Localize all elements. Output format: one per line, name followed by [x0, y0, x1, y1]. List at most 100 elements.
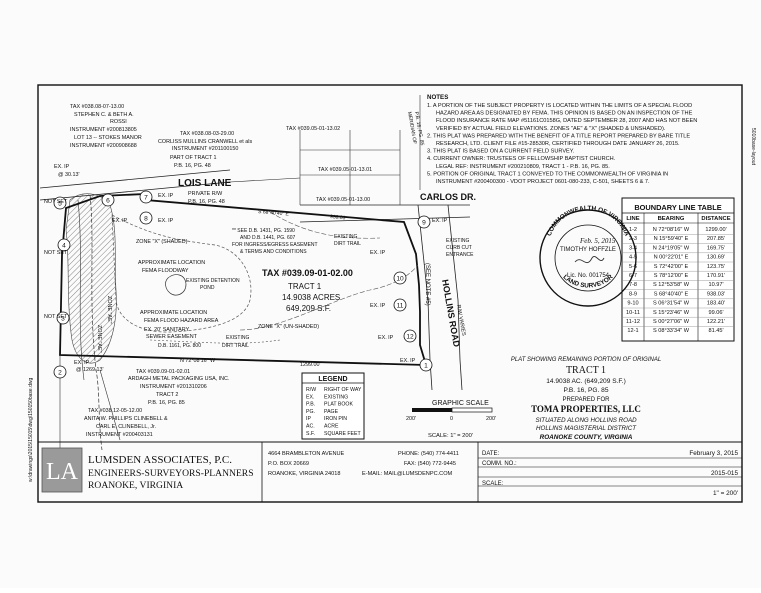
table-cell: N 15°59'40" E [654, 236, 689, 242]
table-cell: N 72°08'16" W [653, 227, 690, 233]
zone-ae-label: ZONE "AE" [96, 325, 102, 353]
adjoiner-owners: TAX #038.08-07-13.00 STEPHEN C. & BETH A… [70, 104, 372, 438]
table-cell: 7-8 [629, 282, 637, 288]
curb-cut-label: EXISTING [446, 238, 469, 244]
table-header-cell: LINE [626, 216, 639, 222]
legend-meaning: PAGE [324, 409, 339, 415]
title-block-border [37, 441, 743, 503]
graphic-scale-title: GRAPHIC SCALE [432, 400, 489, 407]
firm-logo-text: LA [46, 459, 79, 485]
point-marker [403, 329, 417, 343]
ex-ip-label: EX. IP [158, 218, 174, 224]
table-cell: 8-9 [629, 291, 637, 297]
point-number: 2 [58, 369, 62, 376]
dist-938-label: 938.03' [330, 214, 347, 221]
firm-email: E-MAIL: MAIL@LUMSDENPC.COM [362, 471, 453, 477]
owner-7-line: INSTRUMENT #200403131 [86, 432, 153, 438]
tract-sf-label: 649,209 S.F. [286, 304, 331, 313]
plat-title: PLAT SHOWING REMAINING PORTION OF ORIGIN… [511, 357, 661, 441]
scale-value: 1" = 200' [713, 490, 738, 497]
table-cell: 183.40' [707, 301, 725, 307]
scale-tick: 0 [450, 416, 453, 422]
dist-1299-label: 1299.00' [300, 362, 321, 368]
table-title: BOUNDARY LINE TABLE [634, 203, 721, 212]
pond-label: POND [200, 285, 215, 291]
notes-block: NOTES 1. A PORTION OF THE SUBJECT PROPER… [427, 94, 697, 185]
lois-lane-south-edge [39, 181, 231, 201]
plat-title-line1: PLAT SHOWING REMAINING PORTION OF ORIGIN… [511, 357, 661, 363]
owner-1-line: ROSSI [110, 119, 127, 125]
owner-1-line: INSTRUMENT #200813805 [70, 127, 137, 133]
owner-6-line: INSTRUMENT #201310206 [140, 384, 207, 390]
owner-7-tax: TAX #038.12-05-12.00 [88, 408, 142, 414]
point-number: 3 [61, 315, 65, 322]
hollins-road-west-edge [417, 204, 433, 391]
table-cell: S 00°27'06" W [653, 319, 690, 325]
table-cell: 130.69' [707, 255, 725, 261]
scale-label: SCALE: [482, 481, 504, 487]
hollins-road-east-edge [447, 204, 463, 391]
ex-ip-note: EX. IP [74, 360, 90, 366]
firm-address-2: P.O. BOX 20669 [268, 461, 309, 467]
file-path-label: w:\drawings\2015\15015\dwg\150150base.dw… [28, 378, 34, 482]
comm-label: COMM. NO.: [482, 461, 517, 467]
scale-tick: 200' [406, 416, 416, 422]
scale-tick: 200' [486, 416, 496, 422]
legend-meaning: IRON PIN [324, 416, 347, 422]
sewer-label-2: SEWER EASEMENT [146, 334, 198, 340]
point-number: 8 [144, 215, 148, 222]
scale-bar-white [451, 407, 493, 413]
firm-logo [41, 447, 83, 493]
owner-1-tax: TAX #038.08-07-13.00 [70, 104, 124, 110]
owner-2-line: P.B. 16, PG. 48 [174, 163, 211, 169]
legend-meaning: RIGHT OF WAY [324, 387, 362, 393]
note-line: LEGAL REF: INSTRUMENT #200210809, TRACT … [436, 164, 610, 170]
legend-abbr: P.B. [306, 402, 315, 408]
note-line: HAZARD AREA AS DESIGNATED BY FEMA. THIS … [436, 111, 693, 117]
creek-line-2 [77, 199, 85, 381]
point-number: 9 [422, 219, 426, 226]
seal-license: Lic. No. 001754 [567, 273, 610, 279]
easement-note-4: & TERMS AND CONDITIONS [240, 249, 307, 255]
table-cell: 4-5 [629, 255, 637, 261]
hollins-rw-label: R/W VARIES [455, 304, 466, 336]
tract-acres-label: 14.9038 ACRES [282, 293, 340, 302]
flood-hazard-2: FEMA FLOOD HAZARD AREA [144, 318, 219, 324]
legend-meaning: PLAT BOOK [324, 402, 353, 408]
seal-handwritten-date: Feb. 5, 2015 [579, 237, 616, 245]
title-block: LA LUMSDEN ASSOCIATES, P.C. ENGINEERS-SU… [37, 441, 743, 503]
point-number: 10 [396, 275, 404, 282]
lois-lane-ext [229, 177, 301, 183]
meridian-label: P.B. 16, PG. 85 [413, 111, 425, 146]
owner-4-tax: TAX #039.05-01-13.01 [318, 167, 372, 173]
lois-lane-label: LOIS LANE [178, 178, 232, 189]
point-number: 12 [406, 333, 414, 340]
point-marker [56, 311, 70, 325]
dirt-trail-label: EXISTING [334, 234, 357, 240]
ex-ip-label: EX. IP [158, 193, 174, 199]
notes-heading: NOTES [427, 94, 448, 101]
side-layout-label: 5010base-layout [750, 128, 756, 166]
table-cell: 10.97' [708, 282, 723, 288]
owner-6-line: P.B. 16, PG. 85 [148, 400, 185, 406]
owner-6-line: ARDAGH METAL PACKAGING USA, INC. [128, 376, 229, 382]
point-marker [139, 190, 153, 204]
flood-floodway-1: APPROXIMATE LOCATION [138, 260, 205, 266]
point-number: 7 [144, 194, 148, 201]
legend-title: LEGEND [318, 376, 347, 383]
see-note-label: (SEE NOTE #5) [424, 263, 430, 306]
zone-ae-label: ZONE "AE" [106, 296, 112, 324]
point-marker [53, 365, 67, 379]
ex-ip-label: EX. IP [378, 335, 394, 341]
seal-outer-ring [539, 209, 637, 307]
note-line: 2. THIS PLAT WAS PREPARED WITH THE BENEF… [427, 133, 690, 139]
owner-2-line: PART OF TRACT 1 [170, 155, 217, 161]
table-cell: S 08°33'34" W [653, 328, 690, 334]
table-cell: 123.75' [707, 264, 725, 270]
table-header-cell: BEARING [658, 216, 685, 222]
